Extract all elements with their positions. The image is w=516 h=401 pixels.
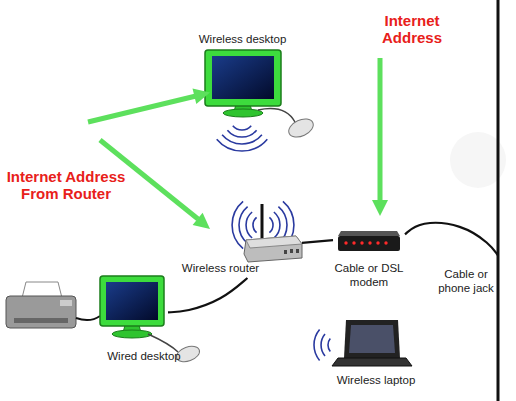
- network-cable: [405, 223, 498, 255]
- wireless-waves: [328, 339, 330, 352]
- wireless-waves: [274, 212, 280, 238]
- wireless-desktop-icon: [205, 50, 316, 151]
- device-node: Wireless desktop: [195, 30, 330, 145]
- printer-icon: [6, 282, 100, 328]
- modem-icon: [344, 241, 347, 244]
- wireless-desktop-icon: [223, 109, 263, 117]
- network-cable: [168, 278, 247, 312]
- router-icon: [290, 249, 293, 253]
- device-node: Wireless laptop: [335, 318, 417, 392]
- printer-icon: [76, 316, 100, 320]
- wireless-waves: [253, 217, 257, 232]
- modem-icon: [360, 241, 363, 244]
- wired-desktop-icon: [148, 334, 178, 352]
- wireless-desktop-icon: [205, 50, 281, 106]
- router-icon: [284, 250, 287, 254]
- device-node: Cable or DSL modem: [333, 228, 405, 292]
- wireless-waves: [321, 334, 325, 356]
- laptop-icon: [332, 358, 412, 366]
- device-label: Cable or DSL modem: [333, 261, 405, 289]
- wireless-waves: [314, 330, 330, 361]
- wireless-waves: [233, 126, 251, 130]
- wired-desktop-icon: [100, 276, 202, 365]
- device-node: Wired desktop: [98, 270, 168, 364]
- device-label: Wireless desktop: [195, 32, 290, 46]
- wired-desktop-icon: [100, 276, 164, 326]
- wireless-waves: [222, 135, 262, 144]
- router-icon: [261, 204, 264, 240]
- laptop-icon: [349, 325, 395, 353]
- device-node: Wireless router: [178, 198, 302, 278]
- callout-arrows: [88, 58, 388, 229]
- modem-icon: [368, 241, 371, 244]
- callout-arrows: [372, 200, 388, 216]
- wireless-waves: [246, 212, 252, 238]
- wireless-waves: [269, 217, 273, 232]
- printer-icon: [60, 300, 72, 306]
- wireless-waves: [217, 126, 268, 151]
- laptop-icon: [314, 320, 412, 366]
- laptop-icon: [344, 320, 400, 358]
- modem-icon: [376, 241, 379, 244]
- callout-arrows: [88, 96, 196, 122]
- callout-arrows: [193, 213, 210, 229]
- printer-icon: [14, 318, 68, 323]
- wireless-waves: [239, 207, 248, 244]
- callout-arrows: [193, 89, 211, 105]
- modem-icon: [384, 241, 387, 244]
- router-icon: [246, 236, 302, 248]
- modem-icon: [338, 236, 400, 251]
- callout-text: Internet Address: [366, 12, 458, 46]
- modem-icon: [338, 231, 400, 236]
- router-icon: [296, 249, 299, 253]
- device-label: Wireless router: [178, 261, 263, 275]
- modem-icon: [338, 231, 400, 251]
- router-icon: [244, 236, 302, 262]
- wired-desktop-icon: [106, 282, 158, 320]
- device-label: Cable or phone jack: [430, 267, 502, 295]
- wireless-desktop-icon: [212, 56, 274, 99]
- wireless-desktop-icon: [258, 109, 295, 123]
- callout-arrows: [378, 58, 383, 202]
- modem-icon: [352, 241, 355, 244]
- network-cable: [302, 240, 333, 243]
- wireless-waves: [227, 130, 256, 137]
- device-label: Wireless laptop: [335, 373, 417, 387]
- wired-desktop-icon: [112, 330, 152, 338]
- callout-text: Internet Address From Router: [0, 168, 132, 202]
- wireless-waves: [232, 201, 243, 248]
- wall-line: [497, 0, 500, 401]
- router-icon: [232, 201, 302, 262]
- printer-icon: [6, 296, 76, 328]
- wireless-waves: [217, 139, 268, 151]
- device-label: Wired desktop: [102, 349, 186, 363]
- device-node: Cable or phone jack: [430, 255, 506, 303]
- wireless-desktop-icon: [286, 115, 316, 140]
- wireless-waves: [314, 330, 320, 361]
